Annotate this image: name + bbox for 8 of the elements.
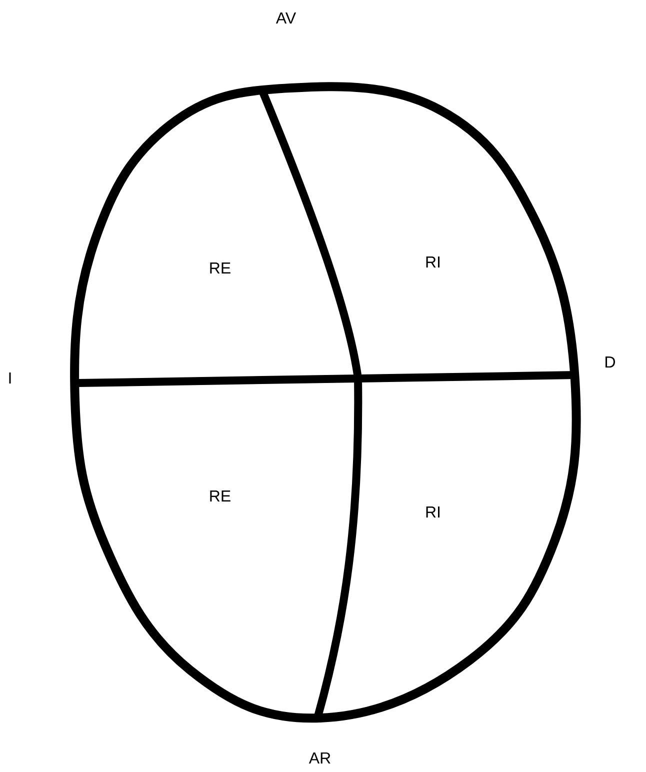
direction-label: D [606,356,615,368]
direction-label: AR [308,752,330,764]
region-label: RI [426,506,440,518]
region-label: RE [210,262,230,274]
direction-label: I [9,372,11,384]
direction-label: AV [276,12,296,24]
region-label: RE [210,490,230,502]
region-label: RI [426,256,440,268]
